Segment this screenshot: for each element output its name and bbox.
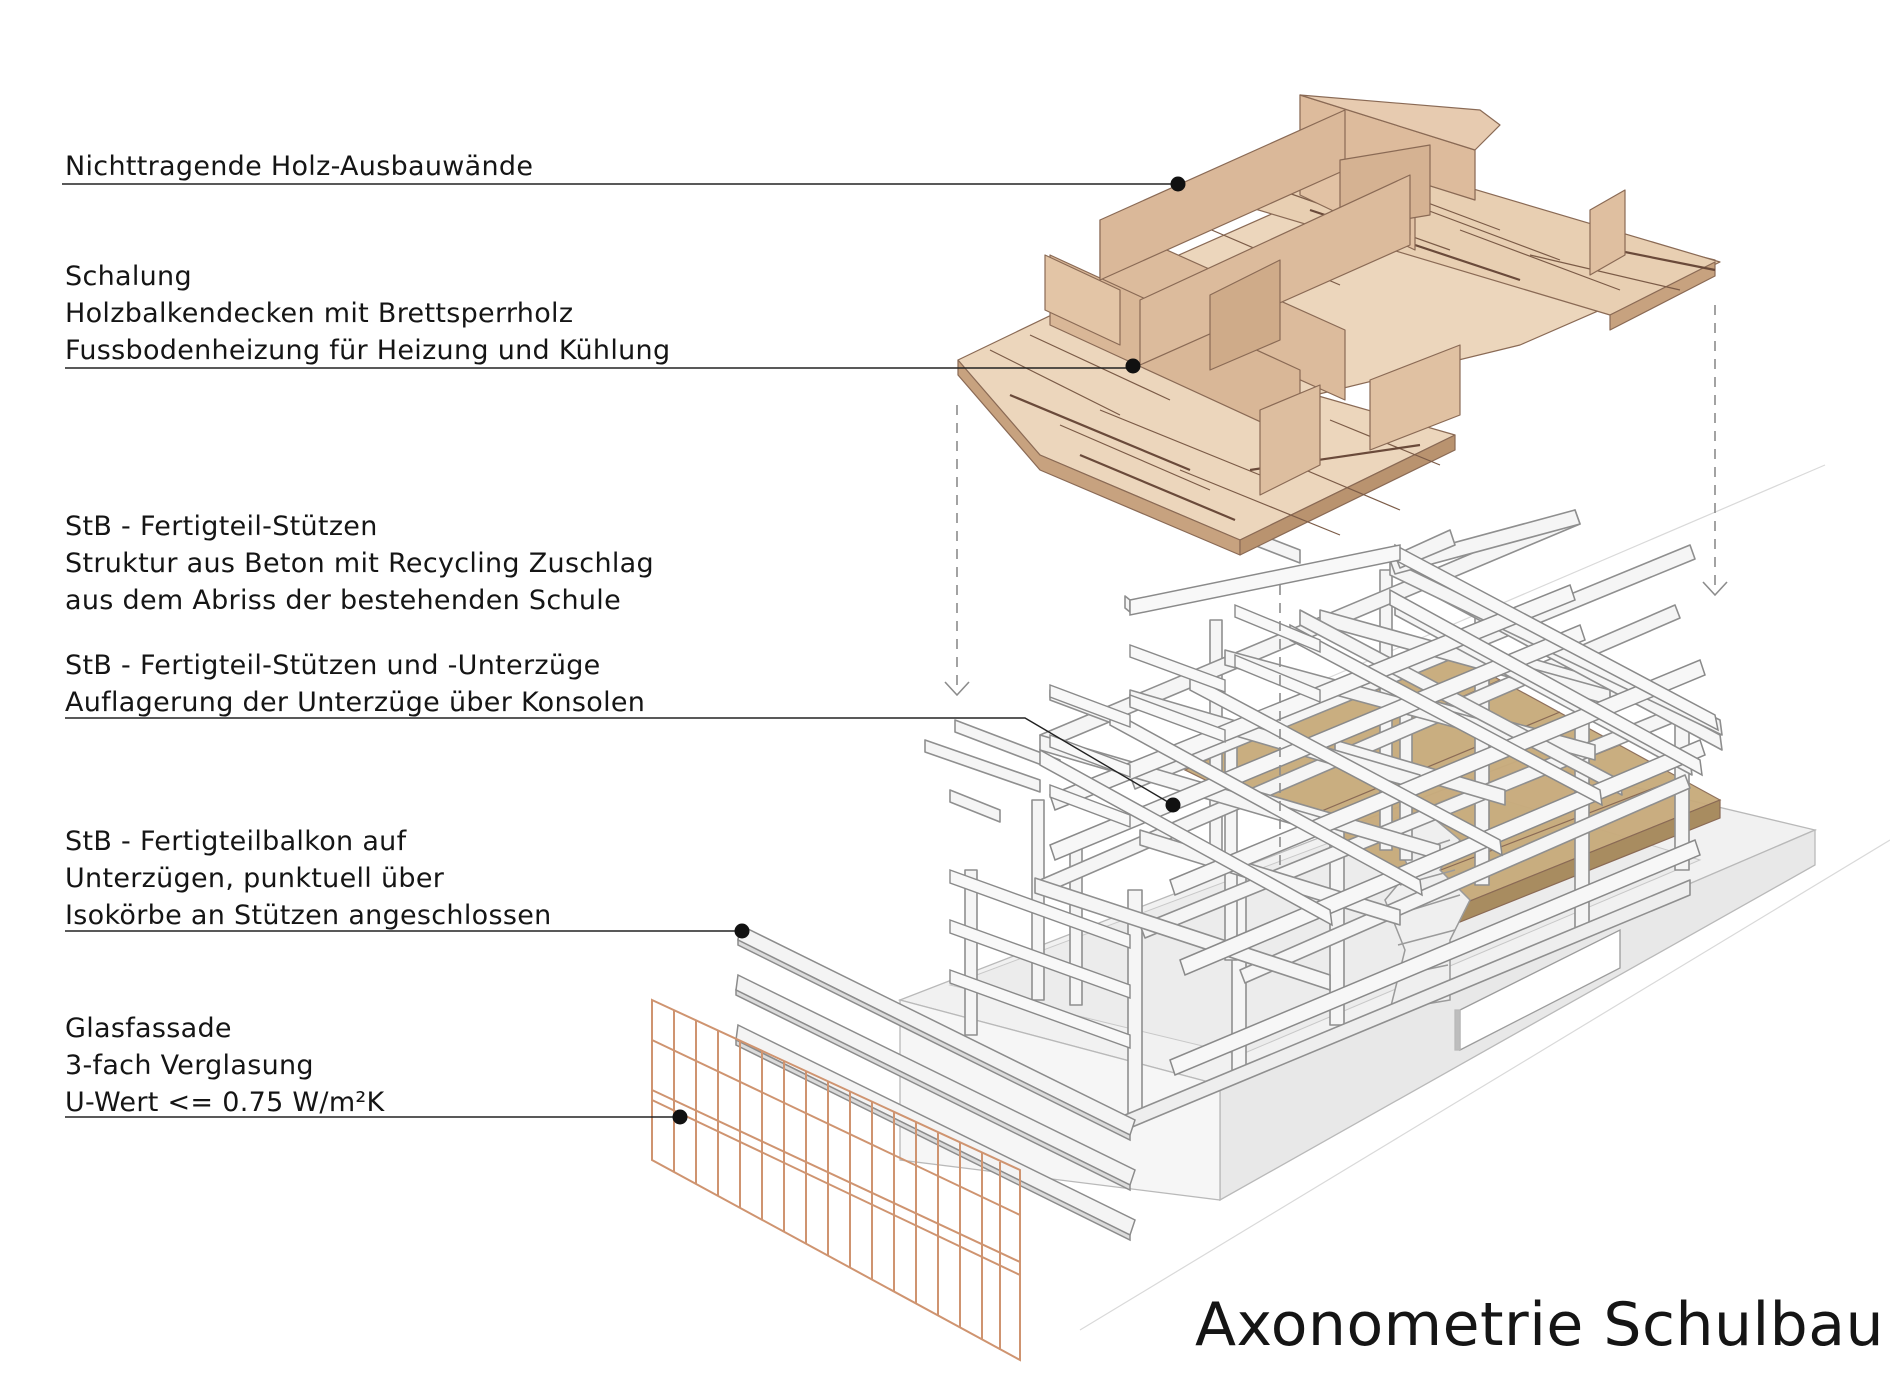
label-slab: Schalung Holzbalkendecken mit Brettsperr… <box>65 258 670 369</box>
label-facade-line-2: 3-fach Verglasung <box>65 1050 314 1081</box>
label-balcony-line-1: StB - Fertigteilbalkon auf <box>65 826 407 857</box>
leader-lines <box>62 183 1178 1118</box>
label-slab-line-3: Fussbodenheizung für Heizung und Kühlung <box>65 335 671 366</box>
label-columns: StB - Fertigteil-Stützen Struktur aus Be… <box>65 508 654 619</box>
label-beams-line-1: StB - Fertigteil-Stützen und -Unterzüge <box>65 650 601 681</box>
label-slab-line-1: Schalung <box>65 261 192 292</box>
diagram-title: Axonometrie Schulbau <box>1195 1290 1885 1360</box>
label-beams-line-2: Auflagerung der Unterzüge über Konsolen <box>65 687 646 718</box>
assembly-guides <box>956 305 1716 870</box>
glass-facade <box>651 998 1021 1362</box>
guide-arrowheads <box>944 581 1728 697</box>
label-facade-line-1: Glasfassade <box>65 1013 232 1044</box>
label-beams: StB - Fertigteil-Stützen und -Unterzüge … <box>65 647 645 721</box>
timber-floor-module <box>957 94 1721 556</box>
label-columns-line-2: Struktur aus Beton mit Recycling Zuschla… <box>65 548 654 579</box>
label-balcony-line-2: Unterzügen, punktuell über <box>65 863 445 894</box>
leader-dots <box>672 176 1186 1125</box>
balcony-slabs <box>735 923 1136 1242</box>
label-facade: Glasfassade 3-fach Verglasung U-Wert <= … <box>65 1010 385 1121</box>
label-balcony-line-3: Isokörbe an Stützen angeschlossen <box>65 900 552 931</box>
label-slab-line-2: Holzbalkendecken mit Brettsperrholz <box>65 298 574 329</box>
cantilever-arms <box>949 603 1321 1049</box>
label-walls-line-1: Nichttragende Holz-Ausbauwände <box>65 151 534 182</box>
label-walls: Nichttragende Holz-Ausbauwände <box>65 148 533 185</box>
label-facade-line-3: U-Wert <= 0.75 W/m²K <box>65 1087 385 1118</box>
label-columns-line-1: StB - Fertigteil-Stützen <box>65 511 378 542</box>
label-balcony: StB - Fertigteilbalkon auf Unterzügen, p… <box>65 823 552 934</box>
label-columns-line-3: aus dem Abriss der bestehenden Schule <box>65 585 622 616</box>
